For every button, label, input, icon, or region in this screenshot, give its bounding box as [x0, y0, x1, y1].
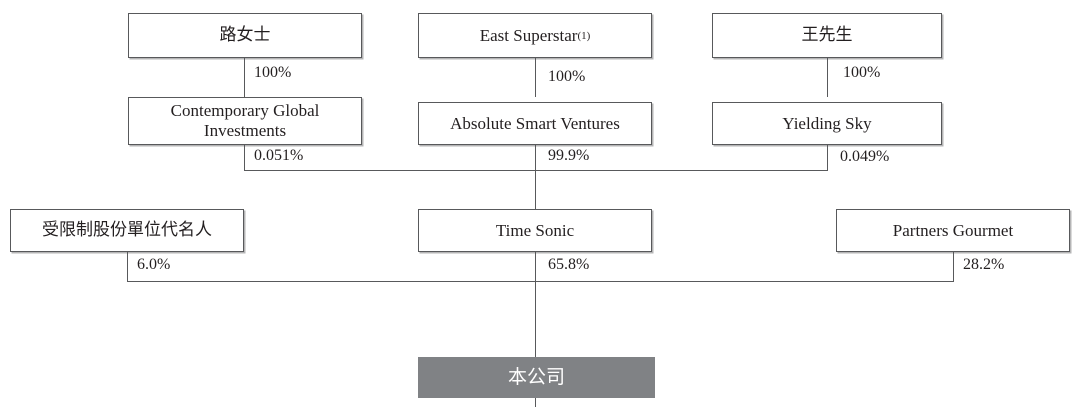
node-contemporary-global-investments[interactable]: Contemporary Global Investments — [128, 97, 362, 145]
node-absolute-smart-label: Absolute Smart Ventures — [450, 113, 620, 133]
node-east-superstar-label: East Superstar — [479, 25, 578, 45]
node-yielding-sky[interactable]: Yielding Sky — [712, 102, 942, 145]
node-issuer[interactable]: 本公司 — [418, 357, 655, 398]
node-wang-mr[interactable]: 王先生 — [712, 13, 942, 58]
node-absolute-smart-ventures[interactable]: Absolute Smart Ventures — [418, 102, 652, 145]
node-rsu-nominee[interactable]: 受限制股份單位代名人 — [10, 209, 244, 252]
connector-partners-drop — [953, 252, 955, 282]
node-yielding-sky-label: Yielding Sky — [782, 113, 872, 133]
node-time-sonic-label: Time Sonic — [495, 220, 575, 240]
pct-timesonic-to-issuer: 65.8% — [548, 256, 590, 273]
connector-wang-to-yielding — [827, 58, 829, 97]
node-time-sonic[interactable]: Time Sonic — [418, 209, 652, 252]
node-east-superstar[interactable]: East Superstar(1) — [418, 13, 652, 58]
pct-partners-to-issuer: 28.2% — [963, 256, 1005, 273]
bus-row3-to-issuer — [127, 281, 954, 283]
connector-bus-to-issuer — [535, 281, 537, 357]
connector-issuer-tail — [535, 398, 537, 407]
connector-rsu-drop — [127, 252, 129, 282]
connector-east-to-absolute — [535, 58, 537, 97]
connector-contemporary-drop — [244, 145, 246, 171]
node-contemporary-global-line2: Investments — [203, 121, 287, 140]
pct-lu-to-contemporary: 100% — [254, 64, 292, 81]
pct-wang-to-yielding: 100% — [843, 64, 881, 81]
pct-contemporary-to-timesonic: 0.051% — [254, 147, 304, 164]
pct-yielding-to-timesonic: 0.049% — [840, 148, 890, 165]
pct-east-to-absolute: 100% — [548, 68, 586, 85]
connector-timesonic-drop — [535, 252, 537, 282]
node-lu-ms-label: 路女士 — [219, 24, 271, 45]
node-rsu-nominee-label: 受限制股份單位代名人 — [42, 219, 212, 240]
node-contemporary-global-line1: Contemporary Global — [170, 100, 320, 120]
connector-yielding-drop — [827, 145, 829, 171]
pct-rsu-to-issuer: 6.0% — [137, 256, 171, 273]
node-partners-gourmet-label: Partners Gourmet — [892, 220, 1014, 240]
connector-lu-to-contemporary — [244, 58, 246, 97]
pct-absolute-to-timesonic: 99.9% — [548, 147, 590, 164]
connector-bus-to-timesonic — [535, 170, 537, 209]
connector-absolute-drop — [535, 145, 537, 171]
node-wang-mr-label: 王先生 — [801, 24, 853, 45]
node-partners-gourmet[interactable]: Partners Gourmet — [836, 209, 1070, 252]
node-lu-ms[interactable]: 路女士 — [128, 13, 362, 58]
node-issuer-label: 本公司 — [507, 365, 565, 388]
